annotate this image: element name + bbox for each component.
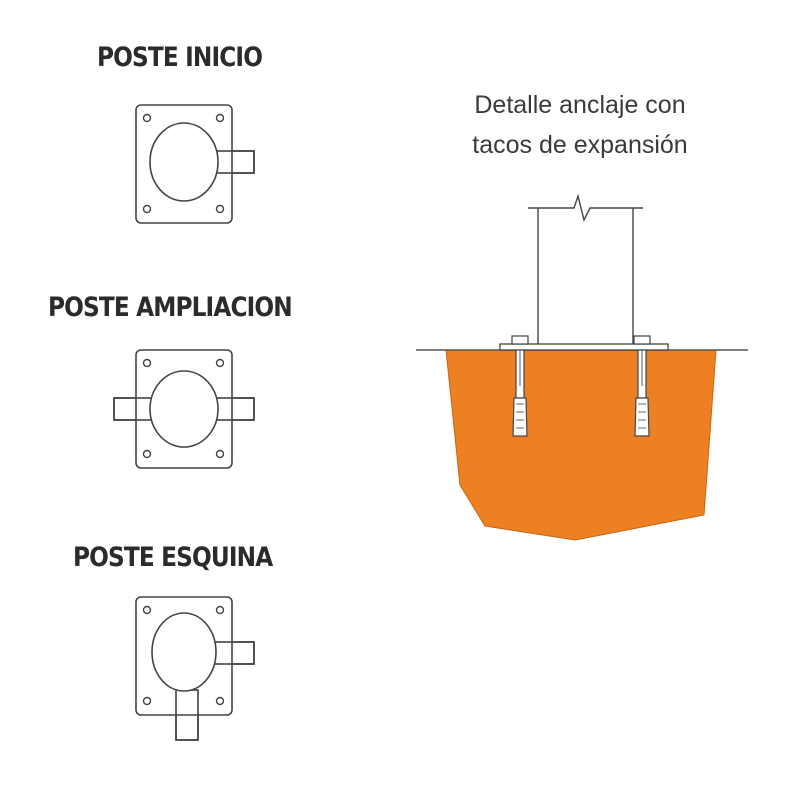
expansion-anchor-left [511,335,529,437]
detail-caption-line2: tacos de expansión [472,131,688,159]
bolt-hole [142,204,152,214]
post-section [149,122,219,202]
post-section [151,612,217,692]
base-plate-section [499,343,669,351]
bolt-hole [215,113,225,123]
post-break-line [528,193,643,223]
post-section [149,370,219,448]
concrete-footing [445,349,717,541]
poste-inicio-title: POSTE INICIO [97,42,263,73]
detail-caption-line1: Detalle anclaje con [474,91,686,119]
poste-ampliacion-title: POSTE AMPLIACION [48,292,293,323]
bolt-hole [215,605,225,615]
poste-inicio-plate-diagram [135,104,255,224]
bolt-hole [142,113,152,123]
bolt-hole [142,605,152,615]
bolt-hole [215,204,225,214]
bolt-hole [142,449,152,459]
bolt-hole [215,358,225,368]
expansion-anchor-right [633,335,651,437]
bolt-hole [215,696,225,706]
poste-esquina-plate-diagram [135,596,255,741]
bolt-hole [215,449,225,459]
poste-ampliacion-plate-diagram [113,349,255,469]
anchor-section-diagram [416,193,748,541]
bolt-hole [142,696,152,706]
bolt-hole [142,358,152,368]
poste-esquina-title: POSTE ESQUINA [73,542,273,573]
